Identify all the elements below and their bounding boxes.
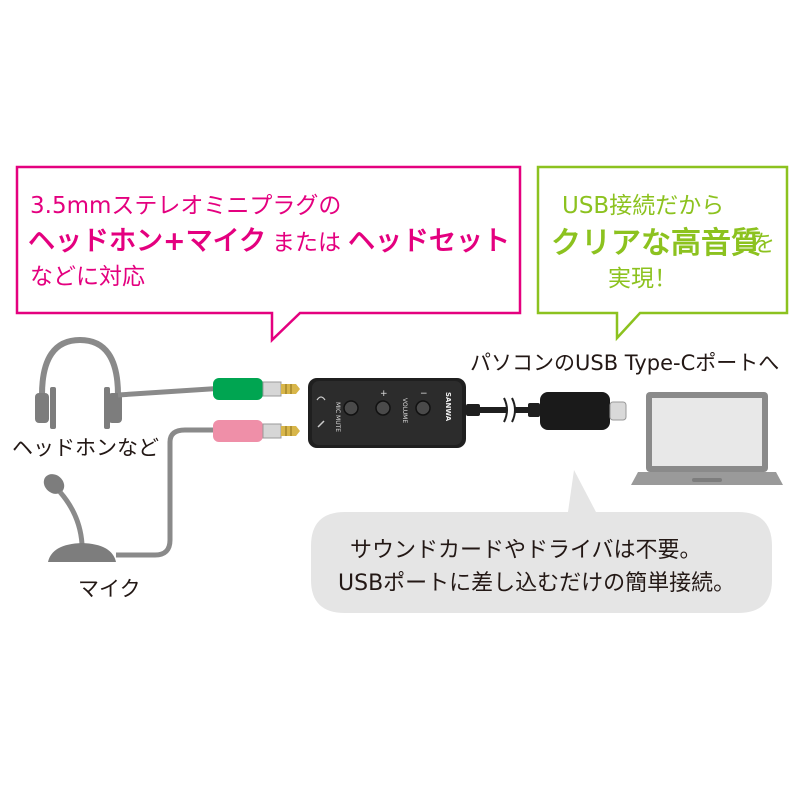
pink-callout-line2-b: または <box>272 230 341 256</box>
mic-cable <box>116 427 225 558</box>
device-mic-mute-label: MIC MUTE <box>334 402 341 432</box>
headphone-cable <box>117 385 226 398</box>
headphones-label: ヘッドホンなど <box>12 436 159 460</box>
green-callout-line2-b: を <box>752 231 775 257</box>
pink-callout-line2-c: ヘッドセット <box>348 226 510 257</box>
laptop-icon <box>631 392 783 485</box>
pink-audio-plug <box>213 420 300 442</box>
pink-callout-line3: などに対応 <box>30 264 145 290</box>
device-brand-label: SANWA <box>444 392 452 422</box>
volume-down-button <box>415 400 431 416</box>
green-audio-plug <box>213 378 300 400</box>
green-callout-line3: 実現！ <box>608 266 677 292</box>
grey-callout-line1: サウンドカードやドライバは不要。 <box>350 538 702 563</box>
pink-callout-bubble <box>15 165 522 343</box>
usb-c-connector <box>540 392 627 430</box>
green-callout-line2-a: クリアな高音質 <box>551 226 761 261</box>
device-plus-label: + <box>380 389 388 399</box>
mic-jack-icon <box>317 420 325 428</box>
pc-port-label: パソコンのUSB Type-Cポートへ <box>470 351 780 375</box>
usb-audio-adapter: + − MIC MUTE VOLUME SANWA <box>308 378 466 448</box>
microphone-icon <box>43 474 116 562</box>
headset-jack-icon <box>316 396 326 401</box>
device-minus-label: − <box>420 389 428 399</box>
usb-cable <box>466 397 540 423</box>
pink-callout-line2-a: ヘッドホン+マイク <box>28 226 267 257</box>
pink-callout-line1: 3.5mmステレオミニプラグの <box>30 193 342 219</box>
grey-callout-bubble <box>311 470 772 613</box>
grey-callout-line2: USBポートに差し込むだけの簡単接続。 <box>338 571 736 596</box>
volume-up-button <box>375 400 391 416</box>
headphones-icon <box>35 336 122 429</box>
green-callout-bubble <box>536 165 789 342</box>
device-volume-label: VOLUME <box>401 398 408 423</box>
mic-label: マイク <box>78 577 141 601</box>
mic-mute-button <box>343 400 359 416</box>
green-callout-line1: USB接続だから <box>562 193 725 219</box>
